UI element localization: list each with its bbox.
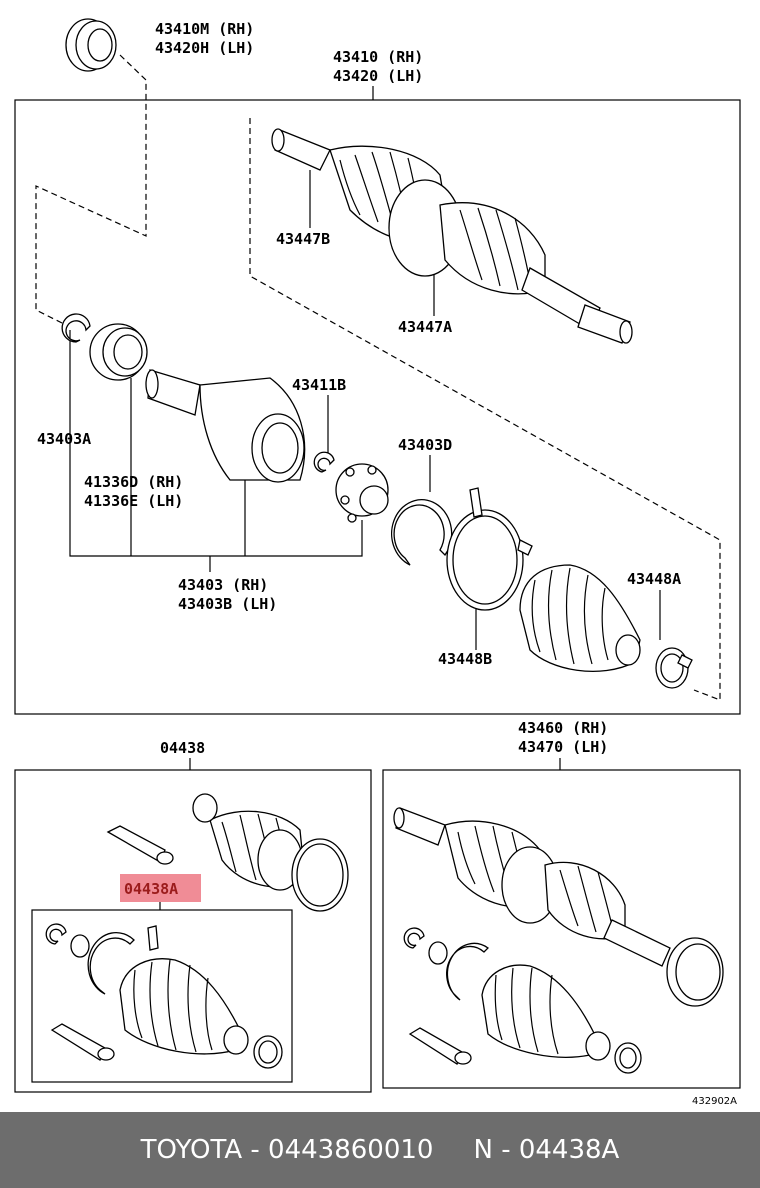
- repair-kit-04438a: [45, 923, 283, 1069]
- label-43410m: 43410M (RH): [155, 20, 254, 38]
- main-assembly-frame: [14, 99, 741, 715]
- label-43410: 43410 (RH): [333, 48, 423, 66]
- inboard-joint-43403: [145, 369, 306, 483]
- label-43460: 43460 (RH): [518, 719, 608, 737]
- highlight-04438a: [120, 874, 201, 902]
- label-43448a: 43448A: [627, 570, 681, 588]
- dust-seal-41336d: [89, 323, 148, 381]
- snap-ring-43403a: [61, 313, 91, 343]
- tripod-joint: [335, 463, 389, 523]
- label-41336e: 41336E (LH): [84, 492, 183, 510]
- inboard-boot: [519, 564, 641, 673]
- label-43403a: 43403A: [37, 430, 91, 448]
- part-info-footer: TOYOTA - 0443860010 N - 04438A: [0, 1112, 760, 1188]
- label-43448b: 43448B: [438, 650, 492, 668]
- inner-kit-frame: [31, 909, 293, 1083]
- boot-kit-frame: [14, 769, 372, 1093]
- diagram-reference: 432902A: [692, 1096, 737, 1107]
- label-04438: 04438: [160, 739, 205, 757]
- label-43403: 43403 (RH): [178, 576, 268, 594]
- label-43470: 43470 (LH): [518, 738, 608, 756]
- parts-diagram: 43410M (RH) 43420H (LH) 43410 (RH) 43420…: [14, 18, 741, 1107]
- oil-seal-43410m: [65, 18, 117, 72]
- snap-ring-43403d: [391, 499, 453, 566]
- label-43447a: 43447A: [398, 318, 452, 336]
- label-43403d: 43403D: [398, 436, 452, 454]
- part-code: N - 04438A: [473, 1135, 620, 1165]
- label-43447b: 43447B: [276, 230, 330, 248]
- label-43403b: 43403B (LH): [178, 595, 277, 613]
- outer-shaft-frame: [382, 769, 741, 1089]
- boot-clamp-43448b: [446, 487, 533, 611]
- boot-clamp-43448a: [655, 647, 693, 689]
- boot-kit-04438: [106, 793, 349, 912]
- label-43420h: 43420H (LH): [155, 39, 254, 57]
- label-43420: 43420 (LH): [333, 67, 423, 85]
- outer-shaft-43460: [393, 807, 724, 1074]
- drive-shaft-assembly: [271, 128, 633, 344]
- label-04438a[interactable]: 04438A: [124, 880, 178, 898]
- snap-ring-43411b: [313, 451, 335, 473]
- label-41336d: 41336D (RH): [84, 473, 183, 491]
- label-43411b: 43411B: [292, 376, 346, 394]
- part-number: TOYOTA - 0443860010: [140, 1135, 434, 1165]
